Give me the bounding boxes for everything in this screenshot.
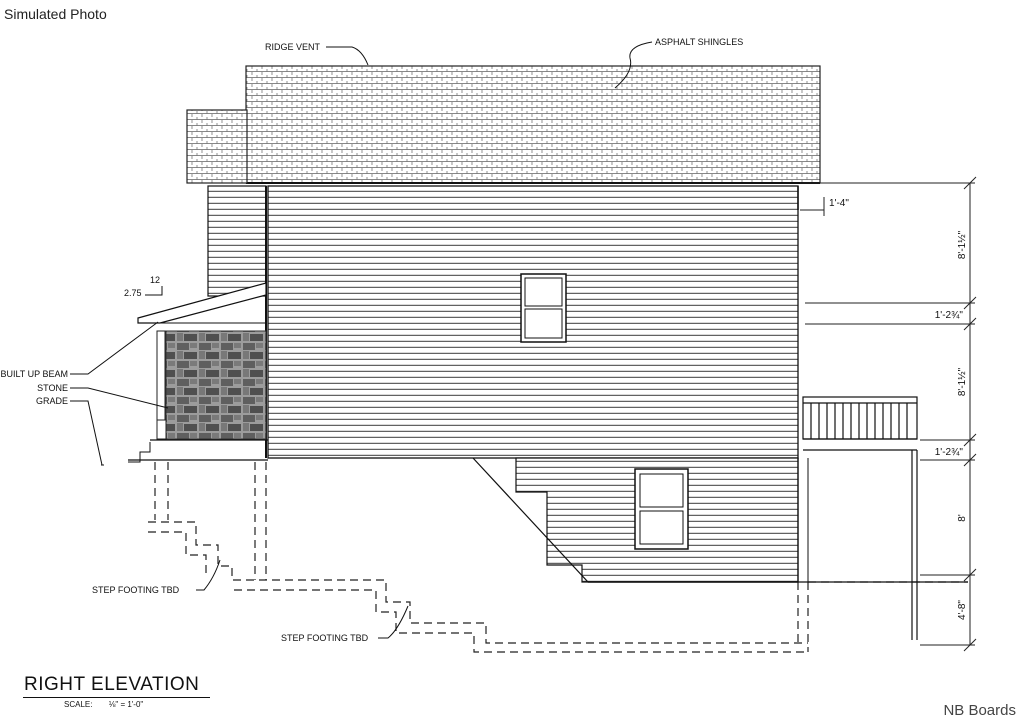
- porch-roof: [137, 282, 267, 324]
- dim-footing: 4'-8": [957, 600, 968, 620]
- step-footing-label-2: STEP FOOTING TBD: [281, 633, 369, 643]
- side-wall-siding: [207, 185, 267, 297]
- dim-floor-1: 1'-2¾": [935, 310, 964, 321]
- title-underline: [23, 697, 210, 698]
- main-roof: [245, 65, 821, 184]
- lower-roof: [186, 109, 248, 184]
- simulated-photo-badge: Simulated Photo: [4, 6, 107, 22]
- dim-basement: 8': [957, 514, 968, 522]
- scale-note: SCALE: ⅛" = 1'-0": [64, 700, 143, 709]
- dim-overhang: 1'-4": [829, 198, 849, 209]
- dim-floor-2: 1'-2¾": [935, 447, 964, 458]
- scale-value: ⅛" = 1'-0": [108, 700, 144, 709]
- step-footing-label-1: STEP FOOTING TBD: [92, 585, 180, 595]
- asphalt-shingles-label: ASPHALT SHINGLES: [655, 37, 743, 47]
- stone-label: STONE: [37, 383, 68, 393]
- grade-label: GRADE: [36, 396, 68, 406]
- dimension-lines: [800, 176, 977, 652]
- watermark: NB Boards: [943, 702, 1016, 719]
- pitch-run: 12: [150, 275, 160, 285]
- pitch-rise: 2.75: [124, 288, 142, 298]
- deck-railing: [802, 396, 918, 640]
- ridge-vent-label: RIDGE VENT: [265, 42, 321, 52]
- stone-wall: [165, 330, 267, 440]
- built-up-beam-label: BUILT UP BEAM: [0, 369, 68, 379]
- scale-label: SCALE:: [64, 700, 93, 709]
- dim-upper-wall: 8'-1½": [957, 230, 968, 259]
- drawing-title: RIGHT ELEVATION: [24, 674, 200, 695]
- dim-main-wall: 8'-1½": [957, 367, 968, 396]
